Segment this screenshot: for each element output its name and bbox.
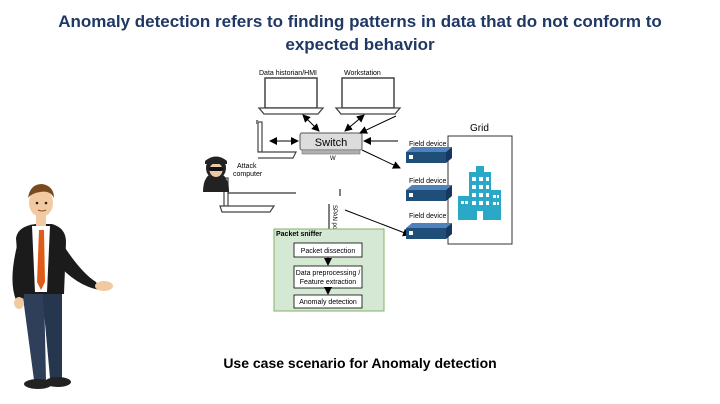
laptop-left-icon <box>257 121 297 159</box>
label-attack: Attack <box>237 163 257 170</box>
label-field-device-2: Field device <box>409 178 446 185</box>
slide-title: Anomaly detection refers to finding patt… <box>20 10 700 56</box>
link-workstation-switch <box>344 114 365 132</box>
switch-box <box>299 132 363 155</box>
step-anomaly-detection <box>293 294 363 309</box>
laptop-historian-icon <box>257 77 325 115</box>
label-span-port: SPAN port <box>331 205 337 233</box>
field-device-3-icon <box>406 223 452 239</box>
label-cut-w: W <box>330 156 336 162</box>
link-switch-field3 <box>344 209 411 237</box>
diagram-caption: Use case scenario for Anomaly detection <box>0 355 720 371</box>
link-right-switch <box>359 115 397 134</box>
label-field-device-1: Field device <box>409 141 446 148</box>
laptop-attack-icon <box>219 177 296 213</box>
link-historian-switch <box>302 114 320 132</box>
presenter-cartoon-icon <box>12 184 113 389</box>
hacker-icon <box>203 156 229 192</box>
laptop-workstation-icon <box>334 77 402 115</box>
label-historian: Data historian/HMI <box>259 70 317 77</box>
label-packet-sniffer: Packet sniffer <box>276 231 322 238</box>
label-attack-computer: computer <box>233 171 263 178</box>
label-field-device-3: Field device <box>409 213 446 220</box>
link-switch-field2 <box>361 149 401 169</box>
caption-text: Use case scenario for Anomaly detection <box>223 355 497 371</box>
label-step-2a: Data preprocessing / <box>296 270 361 277</box>
label-workstation: Workstation <box>344 70 381 77</box>
label-step-1: Packet dissection <box>301 248 356 255</box>
building-icon <box>458 166 501 220</box>
label-step-2b: Feature extraction <box>300 279 357 286</box>
field-device-2-icon <box>406 185 452 201</box>
slide-title-line2: expected behavior <box>285 35 435 54</box>
label-grid: Grid <box>470 123 489 134</box>
field-device-1-icon <box>406 147 452 163</box>
label-step-3: Anomaly detection <box>299 299 357 306</box>
label-cut-r: r <box>256 119 259 126</box>
label-switch: Switch <box>315 137 347 149</box>
slide-title-line1: Anomaly detection refers to finding patt… <box>58 12 662 31</box>
